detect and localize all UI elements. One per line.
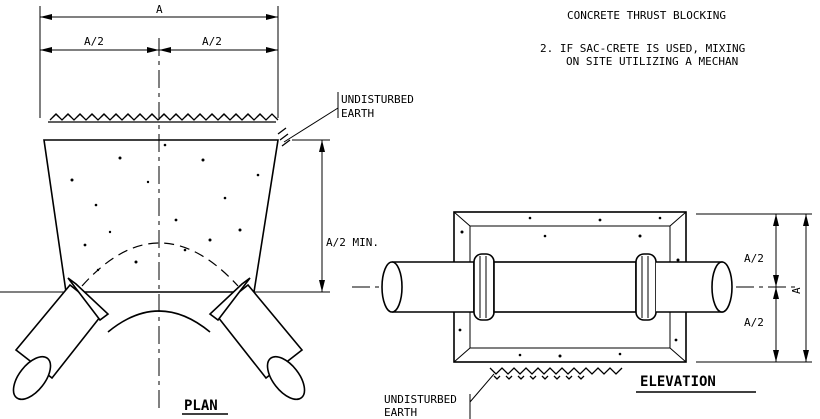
elevation-dim-total: A: [790, 287, 803, 294]
plan-dim-half-left: A/2: [84, 35, 104, 48]
elevation-title-text: ELEVATION: [640, 374, 716, 390]
plan-pipe-right: [208, 277, 306, 401]
plan-dim-half-right: A/2: [202, 35, 222, 48]
elevation-dim-lower: A/2: [744, 316, 764, 329]
plan-bend-inner: [107, 310, 211, 333]
plan-pipe-left: [12, 277, 110, 401]
elevation-earth-hatch: [489, 367, 623, 380]
plan-earth-callout: UNDISTURBED EARTH: [283, 92, 414, 143]
elevation-dimensions: A/2 A/2 A: [696, 213, 812, 363]
elevation-earth-callout: UNDISTURBED EARTH: [384, 373, 495, 419]
plan-title-text: PLAN: [184, 398, 218, 414]
note-line-3: ON SITE UTILIZING A MECHAN: [566, 55, 738, 68]
plan-earth-hatch: [48, 113, 291, 147]
plan-dim-a-label: A: [156, 3, 163, 16]
plan-earth-label-2: EARTH: [341, 107, 374, 120]
general-notes: CONCRETE THRUST BLOCKING 2. IF SAC-CRETE…: [540, 9, 745, 68]
plan-dimension-a: A: [39, 3, 279, 118]
elevation-dim-upper: A/2: [744, 252, 764, 265]
note-line-2: 2. IF SAC-CRETE IS USED, MIXING: [540, 42, 745, 55]
plan-concrete-block: [43, 139, 279, 293]
plan-dim-min-label: A/2 MIN.: [326, 236, 379, 249]
plan-dimension-halves: A/2 A/2: [40, 35, 278, 53]
plan-dimension-min: A/2 MIN.: [292, 139, 379, 292]
elevation-earth-label-1: UNDISTURBED: [384, 393, 457, 406]
plan-title: PLAN: [182, 398, 228, 415]
elevation-view: UNDISTURBED EARTH A/2 A/2 A ELEVATION: [352, 211, 812, 419]
note-line-1: CONCRETE THRUST BLOCKING: [567, 9, 726, 22]
elevation-pipe: [381, 253, 733, 321]
plan-earth-label-1: UNDISTURBED: [341, 93, 414, 106]
elevation-earth-label-2: EARTH: [384, 406, 417, 419]
plan-view: A A/2 A/2: [0, 3, 414, 415]
elevation-title: ELEVATION: [636, 374, 756, 393]
